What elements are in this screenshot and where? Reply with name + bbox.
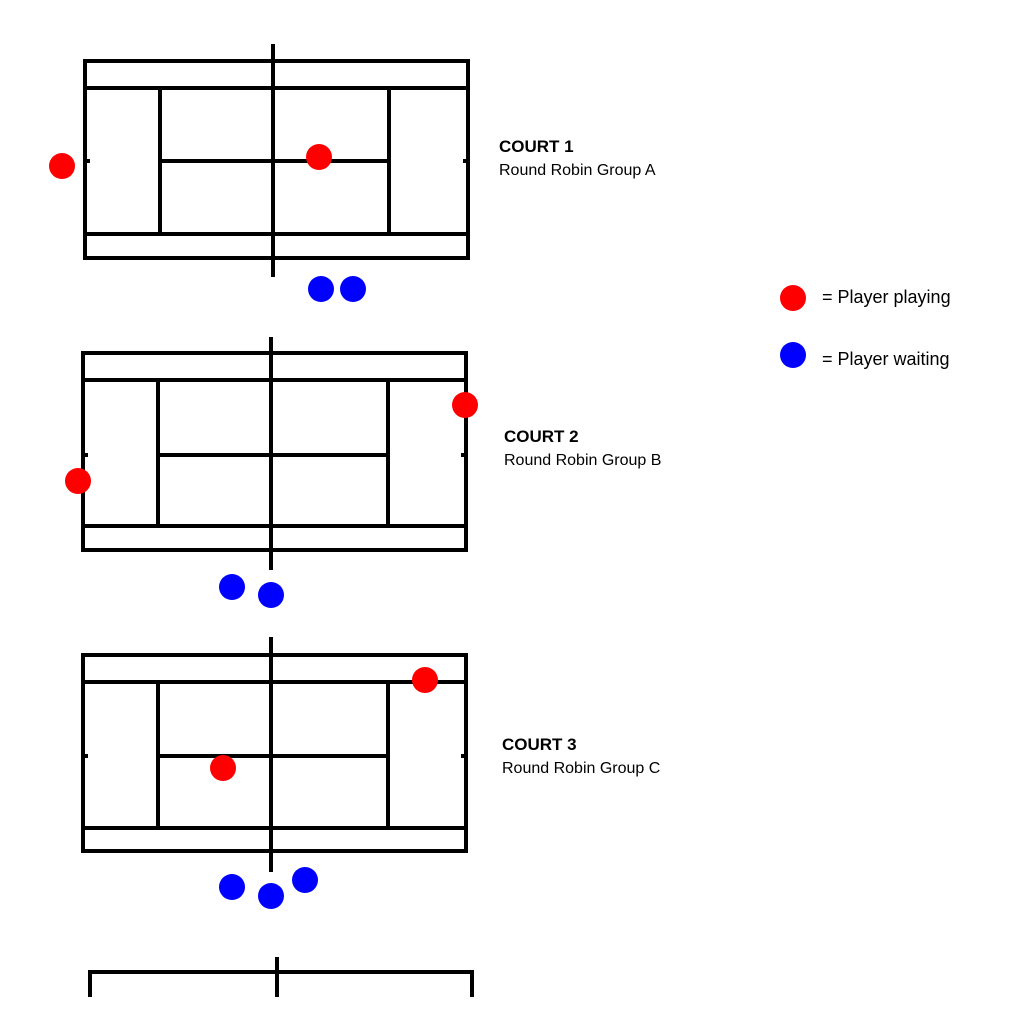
player-playing-dot — [65, 468, 91, 494]
court-4-partial — [88, 957, 474, 997]
court-2-title: COURT 2 — [504, 427, 579, 446]
court-1 — [83, 44, 470, 277]
court-outline — [81, 351, 468, 552]
player-playing-dot — [210, 755, 236, 781]
player-playing-dot — [412, 667, 438, 693]
player-playing-dot — [306, 144, 332, 170]
court-3 — [81, 637, 468, 872]
legend-playing-label: = Player playing — [822, 287, 951, 307]
court-baseline — [88, 970, 474, 997]
legend-waiting-dot — [780, 342, 806, 368]
court-2-subtitle: Round Robin Group B — [504, 452, 662, 469]
legend-playing-dot — [780, 285, 806, 311]
player-waiting-dot — [219, 874, 245, 900]
player-waiting-dot — [258, 582, 284, 608]
court-1-subtitle: Round Robin Group A — [499, 162, 656, 179]
court-1-title: COURT 1 — [499, 137, 574, 156]
player-playing-dot — [49, 153, 75, 179]
court-outline — [81, 653, 468, 853]
court-2 — [81, 337, 468, 570]
court-3-title: COURT 3 — [502, 735, 577, 754]
court-3-subtitle: Round Robin Group C — [502, 760, 661, 777]
legend-waiting-label: = Player waiting — [822, 349, 950, 369]
player-waiting-dot — [340, 276, 366, 302]
player-waiting-dot — [258, 883, 284, 909]
player-waiting-dot — [308, 276, 334, 302]
player-waiting-dot — [292, 867, 318, 893]
player-waiting-dot — [219, 574, 245, 600]
player-playing-dot — [452, 392, 478, 418]
